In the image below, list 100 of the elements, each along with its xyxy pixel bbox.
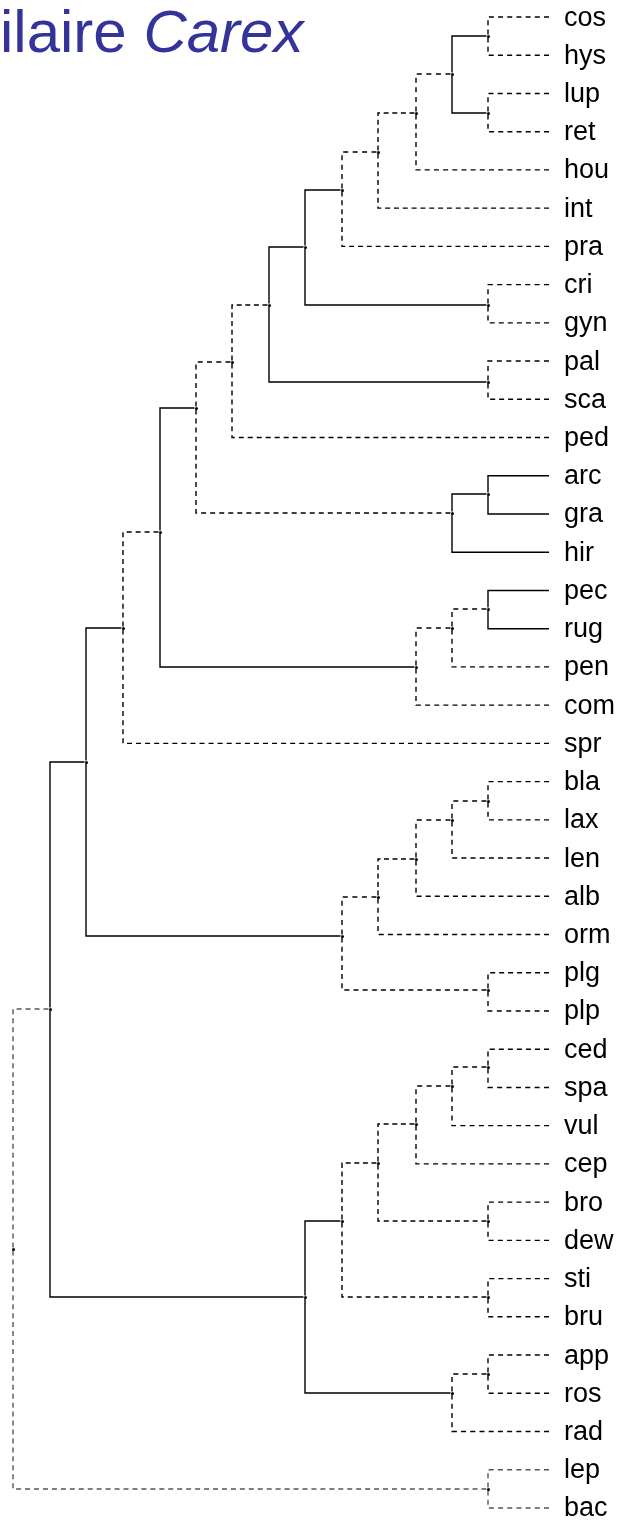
branch-line [487,113,550,133]
branch-line [487,494,550,515]
taxon-label: rug [549,609,604,648]
taxon-label: gyn [549,303,608,342]
branch-point [450,1391,454,1395]
branch-point [267,303,271,307]
branch-line [487,990,550,1012]
branch-line [451,800,488,820]
branch-line [377,152,550,209]
branch-line [231,362,550,439]
taxon-label: lup [549,74,601,113]
branch-line [487,1489,550,1509]
branch-line [487,305,550,324]
branch-line [415,859,550,897]
taxon-label: lax [549,800,599,839]
taxon-label: sti [549,1259,591,1298]
branch-point [376,1161,380,1165]
taxon-label: vul [549,1106,599,1145]
branch-line [12,1249,488,1490]
branch-point [450,818,454,822]
taxon-label: gra [549,495,604,533]
branch-point [414,665,418,669]
branch-line [487,1067,550,1089]
taxon-label: arc [549,456,602,495]
taxon-label: pen [549,647,610,686]
branch-line [122,531,160,628]
branch-point [11,1247,15,1251]
branch-line [304,1220,342,1297]
taxon-label: plp [549,991,601,1030]
taxon-label: int [549,189,593,228]
branch-line [377,1163,488,1222]
branch-line [451,35,488,74]
branch-point [158,530,162,534]
branch-line [377,897,550,936]
branch-line [268,305,488,383]
branch-line [231,304,269,362]
branch-point [414,857,418,861]
branch-point [303,1295,307,1299]
taxon-label: len [549,839,601,878]
branch-line [415,1085,452,1124]
branch-point [376,150,380,154]
taxon-label: dew [549,1221,614,1260]
branch-line [487,360,550,382]
taxon-label: bru [549,1297,604,1336]
branch-line [451,1373,488,1393]
taxon-label: bac [549,1488,608,1526]
taxon-label: cos [549,0,607,36]
branch-line [487,382,550,400]
branch-line [487,1277,550,1297]
branch-line [377,112,416,152]
branch-line [451,1086,550,1127]
branch-line [451,74,488,114]
branch-point [376,895,380,899]
branch-point [303,245,307,249]
branch-line [487,1374,550,1394]
branch-point [486,1219,490,1223]
branch-line [415,113,550,171]
taxon-label: orm [549,915,611,954]
branch-line [85,627,123,762]
branch-point [414,111,418,115]
branch-line [49,1009,305,1298]
branch-point [194,406,198,410]
branch-line [304,189,342,247]
branch-point [340,1219,344,1223]
branch-point [486,492,490,496]
branch-line [341,1162,378,1221]
branch-point [84,760,88,764]
branch-point [486,988,490,992]
branch-line [12,1008,50,1249]
taxon-label: pra [549,227,604,266]
taxon-label: com [549,686,615,725]
branch-point [486,1295,490,1299]
taxon-label: cri [549,265,593,304]
taxon-label: app [549,1336,610,1375]
branch-line [195,408,452,514]
taxon-label: hou [549,150,610,189]
branch-point [450,72,454,76]
branch-line [487,283,550,305]
branch-point [486,1372,490,1376]
branch-point [450,511,454,515]
branch-point [486,34,490,38]
branch-point [230,360,234,364]
branch-line [49,761,86,1009]
branch-line [341,151,378,190]
branch-line [377,858,416,897]
branch-line [487,972,550,990]
branch-line [377,1123,416,1163]
branch-point [486,1065,490,1069]
branch-point [486,111,490,115]
branch-point [48,1007,52,1011]
branch-point [486,607,490,611]
taxon-label: ped [549,418,610,457]
branch-line [159,407,196,532]
branch-line [487,1354,550,1374]
branch-line [304,247,488,306]
branch-line [487,1221,550,1242]
branch-line [304,1297,452,1394]
branch-point [486,303,490,307]
branch-line [341,896,378,936]
branch-point [486,1487,490,1491]
